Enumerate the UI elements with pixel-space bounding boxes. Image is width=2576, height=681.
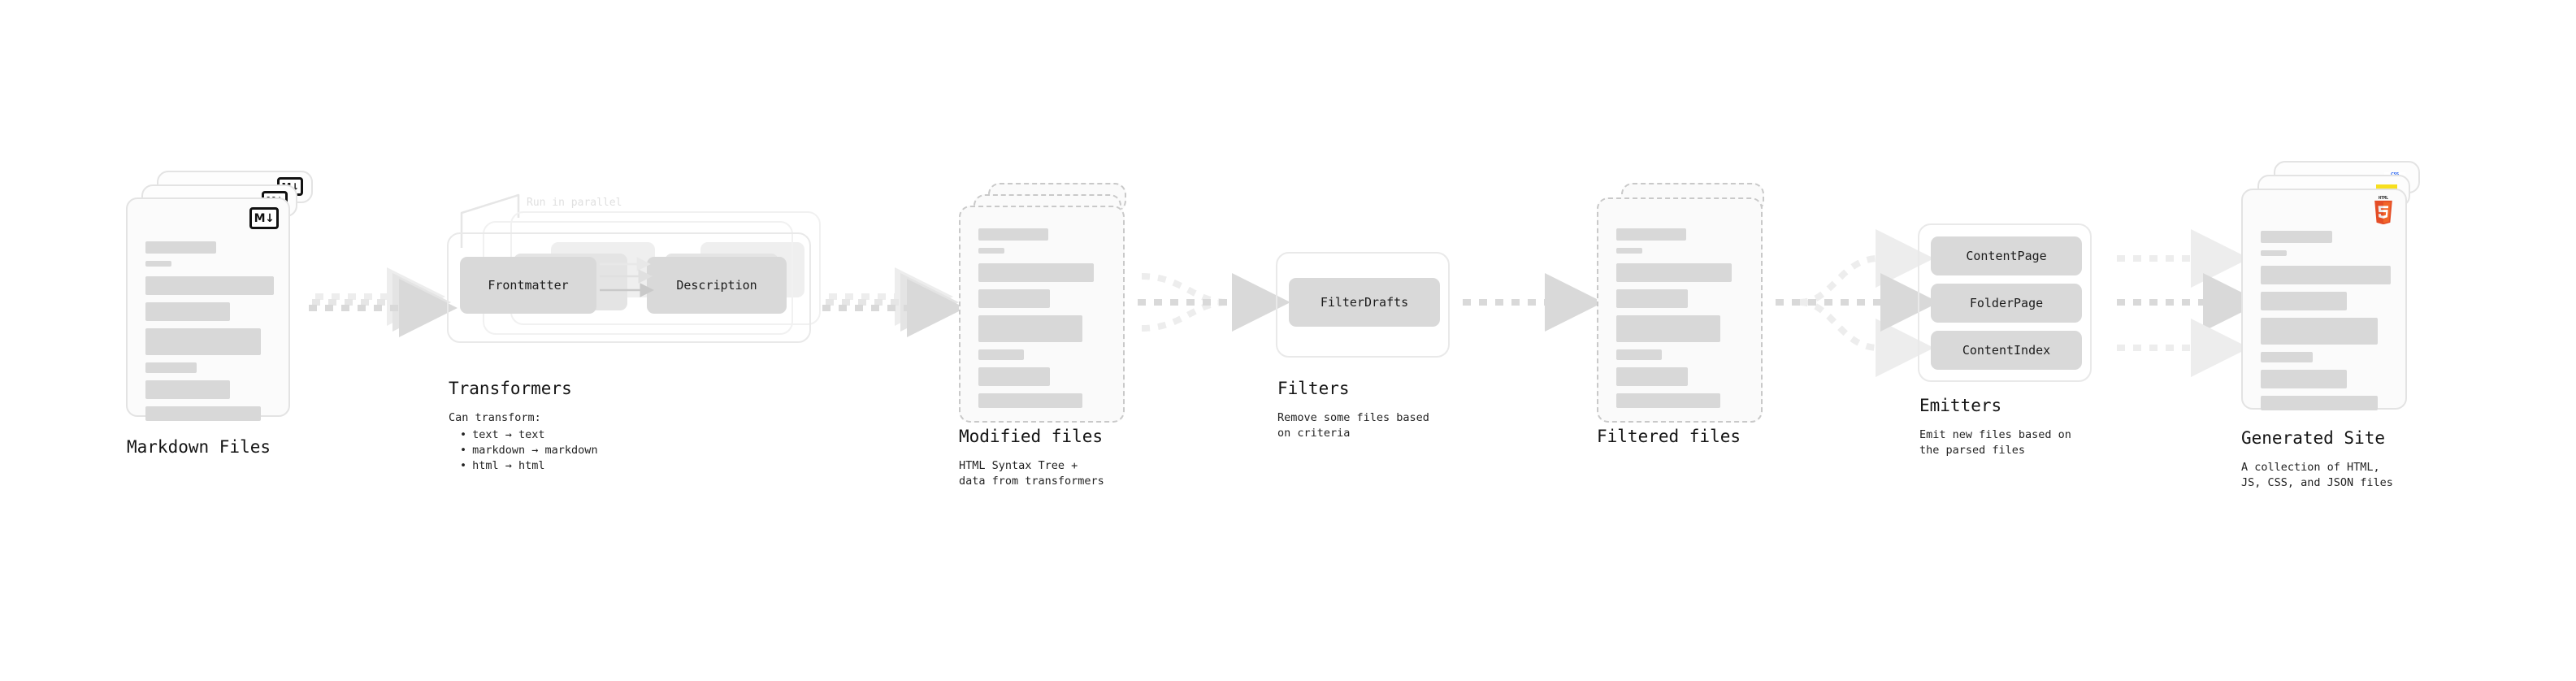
filtered-files-title: Filtered files bbox=[1597, 427, 1741, 446]
placeholder-line bbox=[1616, 228, 1687, 241]
placeholder-line bbox=[145, 276, 274, 295]
emitters-title: Emitters bbox=[1919, 396, 2002, 415]
transformer-chip-description[interactable]: Description bbox=[647, 257, 787, 314]
placeholder-line bbox=[1616, 367, 1688, 386]
html5-shield-icon: HTML bbox=[2374, 196, 2392, 225]
placeholder-line bbox=[978, 263, 1095, 282]
placeholder-line bbox=[2261, 318, 2378, 345]
markdown-badge: M↓ bbox=[249, 207, 279, 229]
generated-site-title: Generated Site bbox=[2241, 428, 2386, 448]
modified-placeholder-lines bbox=[978, 228, 1108, 415]
transformer-panel-front: Frontmatter Description bbox=[447, 232, 811, 343]
placeholder-line bbox=[1616, 315, 1720, 342]
filters-subtitle: Remove some files based on criteria bbox=[1277, 411, 1429, 440]
placeholder-line bbox=[2261, 396, 2378, 410]
markdown-placeholder-lines bbox=[145, 241, 274, 428]
markdown-files-stack: M↓ M↓ M↓ bbox=[126, 171, 313, 423]
placeholder-line bbox=[1616, 349, 1662, 360]
emitters-subtitle: Emit new files based on the parsed files bbox=[1919, 428, 2071, 457]
placeholder-line bbox=[145, 380, 231, 399]
emitters-group: ContentPage FolderPage ContentIndex bbox=[1918, 223, 2105, 386]
transformer-chip-frontmatter[interactable]: Frontmatter bbox=[460, 257, 596, 314]
filters-panel: FilterDrafts bbox=[1276, 252, 1450, 358]
transformer-inner-arrows bbox=[600, 257, 654, 297]
placeholder-line bbox=[1616, 289, 1688, 308]
placeholder-line bbox=[145, 362, 197, 373]
can-transform-item: text → text bbox=[460, 427, 598, 443]
arrow-markdown-to-transformers bbox=[309, 267, 458, 337]
transformers-title: Transformers bbox=[449, 379, 572, 398]
filters-title: Filters bbox=[1277, 379, 1350, 398]
emitter-chip-contentindex[interactable]: ContentIndex bbox=[1931, 331, 2082, 370]
arrow-modified-to-filters bbox=[1138, 273, 1290, 332]
run-in-parallel-label: Run in parallel bbox=[527, 197, 622, 209]
html5-badge: HTML bbox=[2371, 195, 2396, 225]
modified-files-title: Modified files bbox=[959, 427, 1104, 446]
placeholder-line bbox=[2261, 250, 2287, 256]
placeholder-line bbox=[145, 328, 262, 355]
placeholder-line bbox=[2261, 370, 2347, 388]
transformers-capabilities: Can transform: text → text markdown → ma… bbox=[449, 410, 598, 474]
filtered-placeholder-lines bbox=[1616, 228, 1746, 415]
generated-card-front: HTML bbox=[2241, 189, 2407, 410]
placeholder-line bbox=[1616, 393, 1720, 408]
placeholder-line bbox=[978, 393, 1082, 408]
svg-text:HTML: HTML bbox=[2379, 196, 2388, 201]
placeholder-line bbox=[2261, 266, 2391, 284]
placeholder-line bbox=[2261, 231, 2332, 243]
filters-group: FilterDrafts bbox=[1276, 252, 1455, 362]
can-transform-list: text → text markdown → markdown html → h… bbox=[449, 427, 598, 474]
arrow-emitters-to-site bbox=[2117, 229, 2262, 377]
placeholder-line bbox=[2261, 292, 2347, 310]
can-transform-item: html → html bbox=[460, 458, 598, 474]
placeholder-line bbox=[978, 349, 1024, 360]
placeholder-line bbox=[145, 302, 231, 321]
placeholder-line bbox=[978, 367, 1050, 386]
emitter-chip-folderpage[interactable]: FolderPage bbox=[1931, 284, 2082, 323]
modified-card-front bbox=[959, 206, 1125, 423]
modified-files-stack bbox=[959, 183, 1146, 423]
transformers-group: Frontmatter Description Frontmatter Desc… bbox=[447, 203, 829, 366]
modified-files-subtitle: HTML Syntax Tree + data from transformer… bbox=[959, 459, 1104, 488]
placeholder-line bbox=[1616, 263, 1733, 282]
placeholder-line bbox=[978, 248, 1004, 254]
placeholder-line bbox=[145, 406, 262, 421]
emitters-panel: ContentPage FolderPage ContentIndex bbox=[1918, 223, 2092, 382]
can-transform-lead: Can transform: bbox=[449, 411, 541, 424]
generated-site-stack: CSS JS HTML bbox=[2241, 161, 2436, 421]
markdown-files-title: Markdown Files bbox=[127, 437, 271, 457]
placeholder-line bbox=[978, 289, 1050, 308]
filtered-files-stack bbox=[1597, 183, 1784, 423]
markdown-card-front: M↓ bbox=[126, 197, 290, 421]
placeholder-line bbox=[978, 228, 1049, 241]
arrow-transformers-to-modified bbox=[822, 267, 965, 337]
generated-placeholder-lines bbox=[2261, 231, 2391, 418]
can-transform-item: markdown → markdown bbox=[460, 443, 597, 458]
arrow-filtered-to-emitters bbox=[1776, 229, 1939, 377]
emitter-chip-contentpage[interactable]: ContentPage bbox=[1931, 236, 2082, 275]
placeholder-line bbox=[145, 261, 171, 267]
placeholder-line bbox=[1616, 248, 1642, 254]
placeholder-line bbox=[145, 241, 216, 254]
filtered-card-front bbox=[1597, 197, 1763, 423]
filter-chip-filterdrafts[interactable]: FilterDrafts bbox=[1289, 278, 1440, 327]
placeholder-line bbox=[978, 315, 1082, 342]
placeholder-line bbox=[2261, 352, 2313, 362]
generated-site-subtitle: A collection of HTML, JS, CSS, and JSON … bbox=[2241, 461, 2393, 489]
